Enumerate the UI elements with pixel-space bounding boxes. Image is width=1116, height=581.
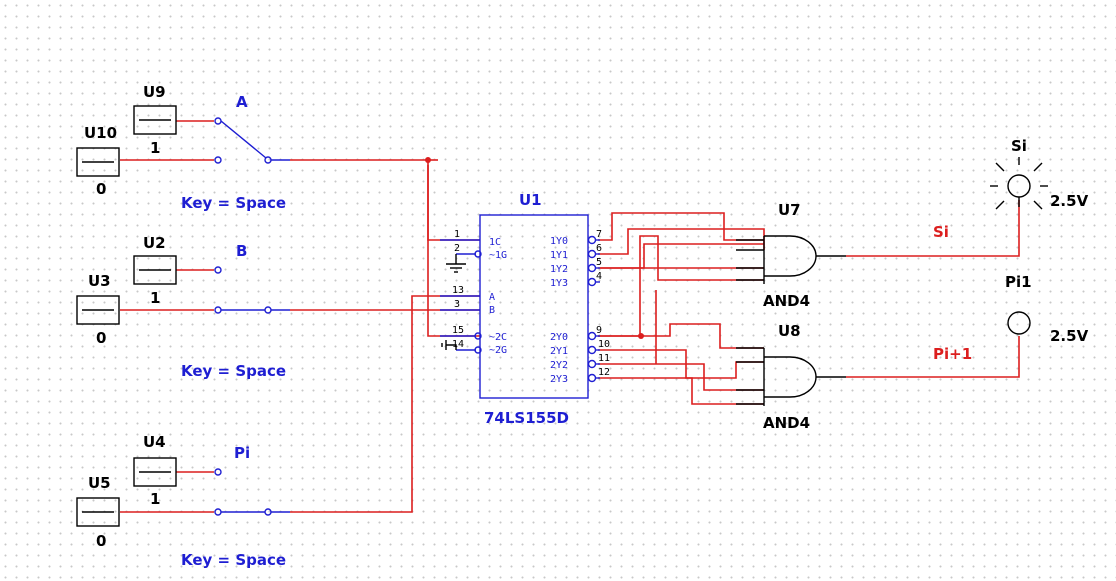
pin-2y2: 2Y2: [550, 360, 568, 371]
pin-2y1: 2Y1: [550, 346, 568, 357]
wire-2y2: [598, 363, 764, 391]
label-u1-part: 74LS155D: [484, 409, 569, 427]
label-switch-a: A: [236, 93, 248, 111]
pin-2c: ~2C: [489, 332, 507, 343]
pin-num: 2: [454, 243, 460, 254]
ground-symbol: [446, 254, 466, 273]
label-probe-pi1-voltage: 2.5V: [1050, 327, 1089, 345]
pin-2y0: 2Y0: [550, 332, 568, 343]
pin-1c: 1C: [489, 237, 501, 248]
wire-a: [290, 159, 480, 241]
label-u9: U9: [143, 83, 166, 101]
label-probe-si-voltage: 2.5V: [1050, 192, 1089, 210]
label-u8-part: AND4: [763, 414, 810, 432]
source-u10[interactable]: [76, 147, 120, 177]
label-u10-value: 0: [96, 180, 106, 198]
label-u3-value: 0: [96, 329, 106, 347]
wire-1y0: [598, 212, 764, 241]
pin-1y0: 1Y0: [550, 236, 568, 247]
switch-pi[interactable]: [214, 468, 290, 516]
label-u1: U1: [519, 191, 542, 209]
pin-num: 5: [596, 257, 602, 268]
label-switch-a-key: Key = Space: [181, 194, 286, 212]
pin-a: A: [489, 292, 495, 303]
label-switch-pi: Pi: [234, 444, 250, 462]
pin-num: 7: [596, 229, 602, 240]
pin-num: 13: [452, 285, 464, 296]
wire-si: [846, 200, 1020, 257]
pin-num: 3: [454, 299, 460, 310]
wire-2y0-u8: [598, 323, 764, 349]
label-switch-b-key: Key = Space: [181, 362, 286, 380]
wires: [120, 120, 1020, 513]
pin-1y2: 1Y2: [550, 264, 568, 275]
label-u7-part: AND4: [763, 292, 810, 310]
pin-num: 14: [452, 339, 464, 350]
switch-b[interactable]: [214, 266, 290, 314]
wire-2y0-u7: [598, 235, 764, 337]
pin-1y1: 1Y1: [550, 250, 568, 261]
label-u2: U2: [143, 234, 166, 252]
and-gate-u8[interactable]: [736, 347, 846, 406]
source-u5[interactable]: [76, 497, 120, 527]
pin-num: 1: [454, 229, 460, 240]
pin-num: 6: [596, 243, 602, 254]
probe-pi1[interactable]: [1007, 311, 1031, 335]
pin-2y3: 2Y3: [550, 374, 568, 385]
label-u10: U10: [84, 124, 117, 142]
label-probe-pi1: Pi1: [1005, 273, 1032, 291]
pin-2g: ~2G: [489, 345, 507, 356]
pin-num: 12: [598, 367, 610, 378]
pin-num: 15: [452, 325, 464, 336]
probe-si[interactable]: [990, 157, 1048, 210]
label-u7: U7: [778, 201, 801, 219]
pin-num: 10: [598, 339, 610, 350]
ground-symbol: [441, 340, 457, 350]
label-switch-b: B: [236, 242, 247, 260]
pin-num: 4: [596, 271, 602, 282]
source-u4[interactable]: [133, 457, 177, 487]
source-u3[interactable]: [76, 295, 120, 325]
pin-num: 9: [596, 325, 602, 336]
chip-u1[interactable]: [440, 214, 600, 399]
junction-dot: [425, 157, 431, 163]
pin-1g: ~1G: [489, 250, 507, 261]
label-u3: U3: [88, 272, 111, 290]
junction-dot: [638, 333, 644, 339]
and-gate-u7[interactable]: [736, 235, 846, 284]
source-u2[interactable]: [133, 255, 177, 285]
pin-b: B: [489, 305, 495, 316]
pin-num: 11: [598, 353, 610, 364]
label-switch-pi-key: Key = Space: [181, 551, 286, 569]
label-probe-si: Si: [1011, 137, 1027, 155]
source-u9[interactable]: [133, 105, 177, 135]
label-net-pi-plus-1: Pi+1: [933, 345, 972, 363]
label-u9-value: 1: [150, 139, 160, 157]
label-u5-value: 0: [96, 532, 106, 550]
label-u2-value: 1: [150, 289, 160, 307]
switch-a[interactable]: [214, 117, 290, 164]
wire-1y2: [598, 243, 764, 269]
label-u8: U8: [778, 322, 801, 340]
wire-2y3: [598, 377, 764, 405]
label-u5: U5: [88, 474, 111, 492]
wire-pi1: [846, 336, 1020, 378]
label-u4: U4: [143, 433, 166, 451]
label-u4-value: 1: [150, 490, 160, 508]
label-net-si: Si: [933, 223, 949, 241]
labels: U10 0 U9 1 U3 0 U2 1 U5 0 U4 1 A Key = S…: [84, 83, 1089, 569]
pin-1y3: 1Y3: [550, 278, 568, 289]
